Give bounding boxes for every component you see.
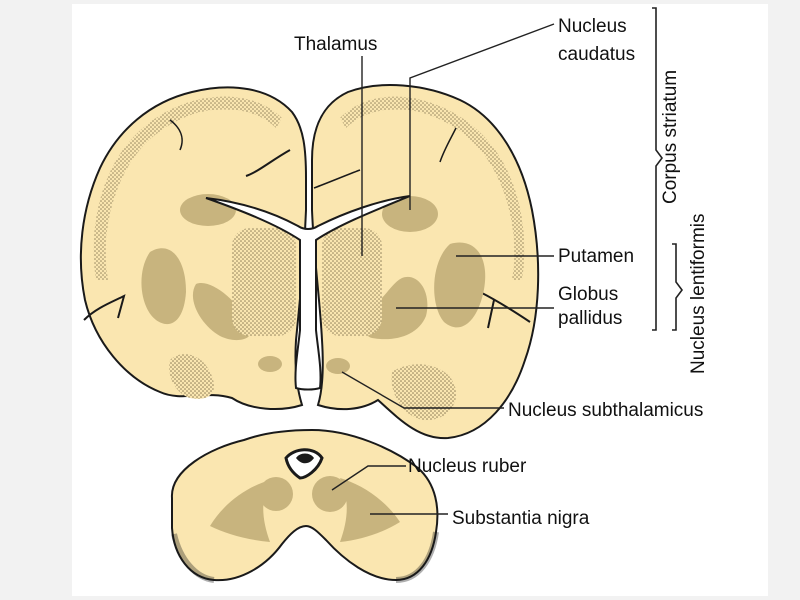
nucleus-caudatus-label-line1: Nucleus	[558, 16, 627, 37]
right-substantia-nigra	[340, 478, 400, 542]
aqueduct-core	[296, 453, 314, 464]
right-sulcus-mid	[439, 127, 457, 163]
nucleus-subthalamicus-label: Nucleus subthalamicus	[508, 400, 704, 421]
right-cortex	[340, 96, 525, 280]
left-thalamus	[232, 228, 296, 336]
right-sulcus-upper	[313, 169, 361, 189]
lateral-ventricles	[205, 195, 411, 391]
putamen-label: Putamen	[558, 246, 635, 267]
corpus-striatum-bracket	[652, 7, 663, 331]
globus-pallidus-label-line1: Globus	[558, 284, 619, 305]
left-sulcus-mid	[169, 119, 183, 151]
left-sulcus-lateral	[83, 294, 126, 321]
nucleus-lentiformis-label: Nucleus lentiformis	[688, 213, 709, 375]
left-cortex	[93, 96, 282, 280]
left-red-nucleus	[259, 477, 293, 511]
right-caudate	[382, 196, 438, 232]
right-putamen	[434, 242, 486, 328]
right-sulcus-lateral	[479, 291, 531, 329]
left-sulcus-upper	[245, 149, 291, 177]
midbrain-edge-shadow	[171, 531, 439, 583]
ruber-leader	[331, 465, 406, 491]
diagram-canvas: Thalamus Nucleus caudatus Putamen Globus…	[72, 4, 768, 596]
nucleus-ruber-label: Nucleus ruber	[408, 456, 527, 477]
right-red-nucleus	[312, 476, 348, 512]
nucleus-lentiformis-bracket	[672, 243, 683, 331]
substantia-nigra-label: Substantia nigra	[452, 508, 590, 529]
right-temporal-cortex	[391, 364, 457, 421]
corpus-striatum-label: Corpus striatum	[660, 69, 681, 204]
leader-lines	[331, 23, 555, 515]
midbrain-section	[170, 428, 439, 582]
left-temporal-cortex	[169, 354, 214, 399]
right-subthalamic	[326, 358, 350, 374]
brain-section-svg	[79, 7, 683, 583]
globus-pallidus-label-line2: pallidus	[558, 308, 623, 329]
caudatus-leader	[409, 23, 555, 210]
left-substantia-nigra	[210, 480, 270, 542]
left-putamen	[141, 248, 186, 325]
right-thalamus	[322, 228, 382, 336]
subthalamic-leader	[341, 371, 504, 409]
thalamus-label: Thalamus	[294, 34, 378, 55]
nucleus-caudatus-label-line2: caudatus	[558, 44, 636, 65]
left-subthalamic	[258, 356, 282, 372]
